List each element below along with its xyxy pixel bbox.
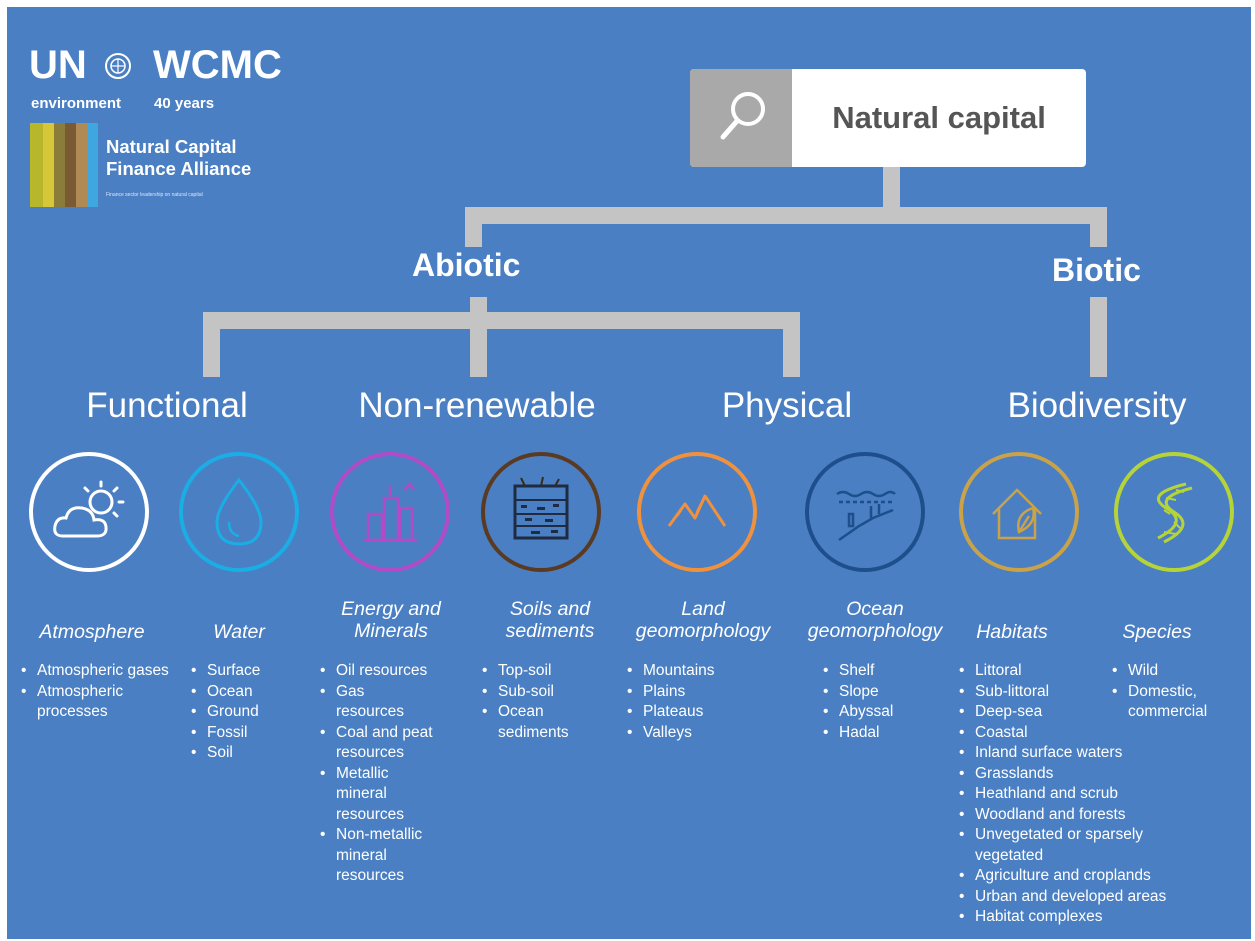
wcmc-logo-text: WCMC [153, 43, 282, 87]
connector-abiotic-down [470, 297, 487, 377]
un-logo-text: UN [29, 43, 87, 87]
un-subtitle: environment [31, 95, 122, 112]
ncfa-tagline: Finance sector leadership on natural cap… [106, 192, 203, 198]
list-item: Heathland and scrub [959, 784, 1229, 805]
list-item: Metallic mineral resources [320, 764, 421, 826]
group-biodiversity: Biodiversity [1007, 386, 1187, 425]
list-item: Top-soil [482, 661, 612, 682]
list-item: Wild [1112, 661, 1237, 682]
house-leaf-icon [959, 452, 1079, 572]
group-functional: Functional [86, 386, 248, 425]
species-items: Wild Domestic, commercial [1112, 661, 1237, 723]
list-item: Woodland and forests [959, 805, 1229, 826]
mountains-icon [637, 452, 757, 572]
energy-minerals-items: Oil resources Gas resources Coal and pea… [320, 661, 470, 887]
un-emblem-icon [103, 51, 133, 86]
ncfa-title: Natural Capital Finance Alliance [106, 136, 252, 179]
connector-abiotic-top [465, 207, 482, 247]
list-item: Grasslands [959, 764, 1229, 785]
list-item: Oil resources [320, 661, 470, 682]
list-item: Slope [823, 682, 943, 703]
list-item: Shelf [823, 661, 943, 682]
list-item: Plateaus [627, 702, 777, 723]
ocean-geomorphology-items: Shelf Slope Abyssal Hadal [823, 661, 943, 743]
list-item: Ground [191, 702, 301, 723]
list-item: Plains [627, 682, 777, 703]
branch-biotic: Biotic [1052, 252, 1141, 288]
connector-root [883, 167, 900, 214]
list-item: Coastal [959, 723, 1229, 744]
ncfa-stripes-logo [30, 123, 98, 212]
list-item: Sub-littoral [959, 682, 1229, 703]
habitats-items: Littoral Sub-littoral Deep-sea Coastal I… [959, 661, 1229, 928]
category-ocean-geomorphology: Ocean geomorphology [807, 598, 943, 642]
list-item: Inland surface waters [959, 743, 1229, 764]
root-label: Natural capital [832, 100, 1046, 135]
category-energy-minerals: Energy and Minerals [341, 598, 441, 642]
list-item: Surface [191, 661, 301, 682]
ocean-floor-icon [805, 452, 925, 572]
magnifier-icon [690, 69, 792, 167]
list-item: Soil [191, 743, 301, 764]
connector-abiotic-groups [203, 312, 800, 329]
group-non-renewable: Non-renewable [358, 386, 596, 425]
connector-physical [783, 312, 800, 377]
cloud-sun-icon [29, 452, 149, 572]
soils-sediments-items: Top-soil Sub-soil Ocean sediments [482, 661, 612, 743]
list-item: Hadal [823, 723, 943, 744]
category-species: Species [1122, 621, 1192, 643]
category-water: Water [213, 621, 265, 643]
connector-biodiversity [1090, 297, 1107, 377]
list-item: Non-metallic mineral resources [320, 825, 436, 887]
list-item: Valleys [627, 723, 777, 744]
list-item: Habitat complexes [959, 907, 1229, 928]
water-drop-icon [179, 452, 299, 572]
dna-icon [1114, 452, 1234, 572]
branch-abiotic: Abiotic [412, 247, 521, 283]
connector-functional [203, 312, 220, 377]
natural-capital-diagram: UN WCMC environment 40 years Natural Cap… [7, 7, 1251, 939]
list-item: Gas resources [320, 682, 431, 723]
list-item: Agriculture and croplands [959, 866, 1229, 887]
category-atmosphere: Atmosphere [39, 621, 145, 643]
list-item: Urban and developed areas [959, 887, 1229, 908]
list-item: Atmospheric gases [21, 661, 171, 682]
wcmc-subtitle: 40 years [154, 95, 215, 112]
list-item: Unvegetated or sparsely vegetated [959, 825, 1215, 866]
group-physical: Physical [721, 386, 853, 425]
connector-biotic-top [1090, 207, 1107, 247]
water-items: Surface Ocean Ground Fossil Soil [191, 661, 301, 764]
list-item: Abyssal [823, 702, 943, 723]
atmosphere-items: Atmospheric gases Atmospheric processes [21, 661, 171, 723]
list-item: Fossil [191, 723, 301, 744]
connector-branches [465, 207, 1107, 224]
list-item: Deep-sea [959, 702, 1229, 723]
soil-layers-icon [481, 452, 601, 572]
list-item: Mountains [627, 661, 777, 682]
root-node: Natural capital [690, 69, 1086, 167]
list-item: Littoral [959, 661, 1229, 682]
category-soils-sediments: Soils and sediments [505, 598, 595, 642]
list-item: Sub-soil [482, 682, 612, 703]
land-geomorphology-items: Mountains Plains Plateaus Valleys [627, 661, 777, 743]
list-item: Domestic, commercial [1112, 682, 1228, 723]
minerals-icon [330, 452, 450, 572]
category-land-geomorphology: Land geomorphology [635, 598, 771, 642]
category-habitats: Habitats [976, 621, 1048, 643]
list-item: Ocean [191, 682, 301, 703]
list-item: Atmospheric processes [21, 682, 171, 723]
list-item: Coal and peat resources [320, 723, 451, 764]
list-item: Ocean sediments [482, 702, 594, 743]
